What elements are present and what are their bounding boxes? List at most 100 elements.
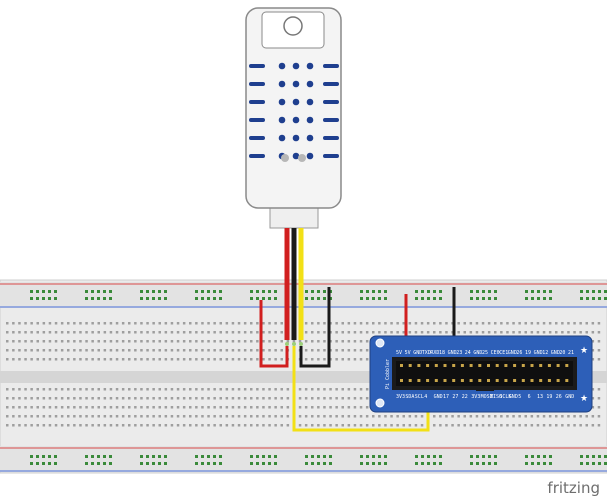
terminal-hole bbox=[6, 388, 9, 391]
terminal-hole bbox=[36, 424, 39, 427]
rail-hole bbox=[482, 297, 485, 300]
terminal-hole bbox=[6, 349, 9, 352]
terminal-hole bbox=[134, 331, 137, 334]
rail-hole bbox=[311, 455, 314, 458]
terminal-hole bbox=[164, 415, 168, 418]
terminal-hole bbox=[335, 358, 338, 361]
terminal-hole bbox=[97, 397, 100, 400]
terminal-hole bbox=[12, 388, 15, 391]
terminal-hole bbox=[573, 415, 576, 418]
terminal-hole bbox=[372, 415, 375, 418]
cobbler-top-pin-label: 23 bbox=[456, 350, 462, 356]
terminal-hole bbox=[60, 388, 64, 391]
terminal-hole bbox=[250, 340, 253, 343]
terminal-hole bbox=[146, 406, 149, 409]
terminal-hole bbox=[243, 415, 247, 418]
terminal-hole bbox=[24, 415, 27, 418]
terminal-hole bbox=[591, 388, 595, 391]
terminal-hole bbox=[67, 349, 70, 352]
terminal-hole bbox=[481, 424, 485, 427]
terminal-hole bbox=[195, 322, 198, 325]
terminal-hole bbox=[164, 340, 168, 343]
rail-hole bbox=[109, 455, 112, 458]
cobbler-top-pin-label: CE1 bbox=[499, 350, 508, 356]
terminal-hole bbox=[152, 415, 155, 418]
terminal-hole bbox=[67, 388, 70, 391]
terminal-hole bbox=[384, 322, 387, 325]
terminal-hole bbox=[158, 358, 161, 361]
vent-hole bbox=[292, 116, 300, 124]
rail-hole bbox=[305, 297, 308, 300]
rail-hole bbox=[274, 455, 277, 458]
terminal-hole bbox=[170, 406, 174, 409]
terminal-hole bbox=[79, 415, 82, 418]
rail-hole bbox=[384, 455, 387, 458]
terminal-hole bbox=[396, 322, 399, 325]
vent-hole bbox=[278, 80, 286, 88]
terminal-hole bbox=[207, 388, 210, 391]
terminal-hole bbox=[115, 397, 119, 400]
rail-hole bbox=[262, 297, 265, 300]
terminal-hole bbox=[42, 340, 46, 343]
rail-hole bbox=[531, 462, 534, 465]
rail-hole bbox=[30, 290, 33, 293]
terminal-hole bbox=[573, 331, 576, 334]
terminal-hole bbox=[512, 415, 515, 418]
terminal-hole bbox=[274, 322, 277, 325]
terminal-hole bbox=[73, 322, 76, 325]
cobbler-mount-hole-icon bbox=[375, 398, 385, 408]
terminal-hole bbox=[79, 322, 82, 325]
cobbler-top-pin-label: 26 bbox=[516, 350, 522, 356]
terminal-hole bbox=[585, 322, 588, 325]
terminal-hole bbox=[30, 358, 33, 361]
terminal-hole bbox=[231, 331, 235, 334]
rail-hole bbox=[592, 462, 595, 465]
terminal-hole bbox=[152, 397, 155, 400]
rail-hole bbox=[250, 462, 253, 465]
terminal-hole bbox=[250, 406, 253, 409]
terminal-hole bbox=[54, 322, 58, 325]
terminal-hole bbox=[573, 424, 576, 427]
terminal-hole bbox=[317, 415, 320, 418]
rail-hole bbox=[268, 455, 271, 458]
rail-hole bbox=[152, 455, 155, 458]
rail-hole bbox=[146, 297, 149, 300]
terminal-hole bbox=[323, 397, 326, 400]
rail-hole bbox=[494, 455, 497, 458]
terminal-hole bbox=[109, 349, 113, 352]
rail-hole bbox=[48, 455, 51, 458]
terminal-hole bbox=[274, 358, 277, 361]
rail-hole bbox=[421, 290, 424, 293]
terminal-hole bbox=[219, 415, 222, 418]
terminal-hole bbox=[445, 415, 448, 418]
rail-hole bbox=[433, 290, 436, 293]
terminal-hole bbox=[30, 406, 33, 409]
rail-hole bbox=[268, 297, 271, 300]
terminal-hole bbox=[231, 406, 235, 409]
terminal-hole bbox=[396, 424, 399, 427]
terminal-hole bbox=[353, 406, 357, 409]
header-pin bbox=[521, 379, 525, 382]
terminal-hole bbox=[73, 388, 76, 391]
terminal-hole bbox=[378, 331, 381, 334]
star-icon: ★ bbox=[580, 394, 588, 404]
terminal-hole bbox=[536, 331, 540, 334]
terminal-hole bbox=[189, 340, 192, 343]
terminal-hole bbox=[121, 340, 125, 343]
terminal-hole bbox=[597, 358, 601, 361]
rail-hole bbox=[262, 462, 265, 465]
terminal-hole bbox=[597, 406, 601, 409]
terminal-hole bbox=[487, 331, 491, 334]
terminal-hole bbox=[48, 406, 52, 409]
terminal-hole bbox=[280, 340, 283, 343]
terminal-hole bbox=[152, 340, 155, 343]
terminal-hole bbox=[280, 424, 283, 427]
terminal-hole bbox=[304, 358, 308, 361]
terminal-hole bbox=[353, 415, 357, 418]
rail-hole bbox=[268, 462, 271, 465]
vent-slot bbox=[249, 154, 265, 158]
terminal-hole bbox=[103, 322, 107, 325]
terminal-hole bbox=[30, 397, 33, 400]
terminal-hole bbox=[591, 415, 595, 418]
terminal-hole bbox=[341, 322, 344, 325]
